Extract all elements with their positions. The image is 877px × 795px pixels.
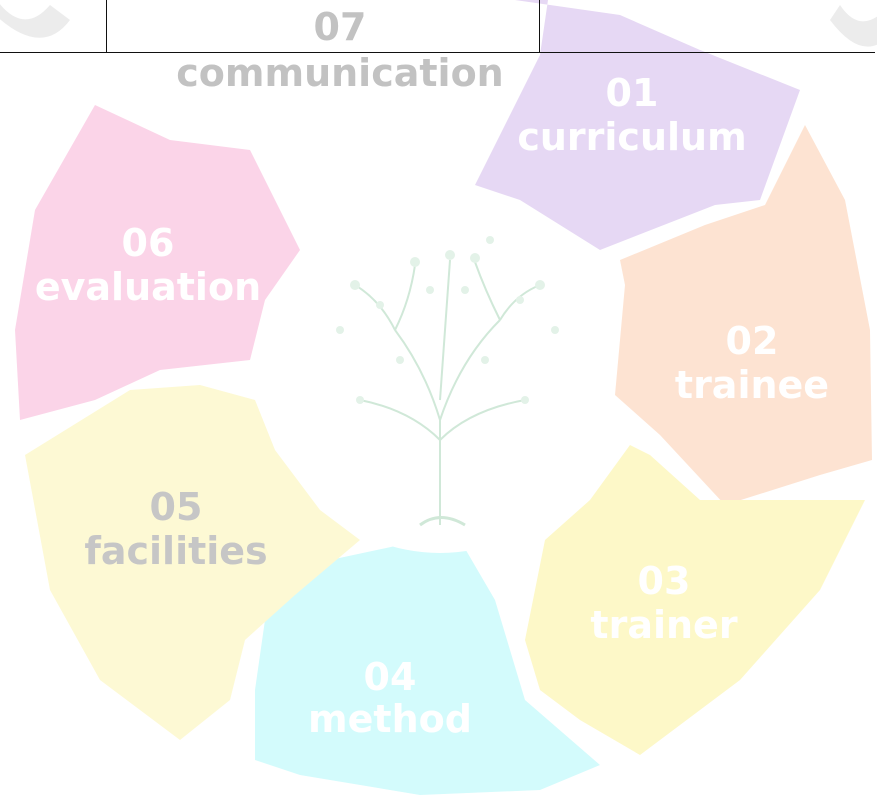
label-04-number: 04 bbox=[364, 655, 417, 699]
label-06-number: 06 bbox=[122, 221, 175, 265]
table-strip bbox=[0, 0, 877, 54]
label-02-word: trainee bbox=[675, 363, 829, 407]
segment-02-shape bbox=[615, 125, 872, 505]
label-01-number: 01 bbox=[606, 71, 659, 115]
label-07-number: 07 bbox=[314, 5, 367, 49]
label-03-number: 03 bbox=[638, 559, 691, 603]
table-bottom-border bbox=[0, 52, 875, 53]
table-cell-border-right bbox=[539, 0, 540, 52]
segment-04-shape bbox=[255, 540, 600, 795]
label-05-word: facilities bbox=[84, 529, 267, 573]
segment-01-shape bbox=[475, 0, 800, 250]
label-03-word: trainer bbox=[590, 603, 737, 647]
table-cell-border-left bbox=[106, 0, 107, 52]
label-06-word: evaluation bbox=[35, 265, 261, 309]
watermark-right-icon bbox=[830, 5, 877, 47]
label-04-word: method bbox=[308, 697, 472, 741]
watermark-left-icon bbox=[0, 4, 70, 38]
tree-leaves bbox=[336, 236, 559, 404]
label-01-word: curriculum bbox=[517, 115, 746, 159]
label-02-number: 02 bbox=[726, 319, 779, 363]
segment-03-shape bbox=[525, 445, 865, 755]
segment-06-shape bbox=[15, 105, 300, 420]
segment-05-shape bbox=[25, 385, 360, 740]
label-05-number: 05 bbox=[150, 485, 203, 529]
label-07-word: communication bbox=[176, 51, 503, 95]
